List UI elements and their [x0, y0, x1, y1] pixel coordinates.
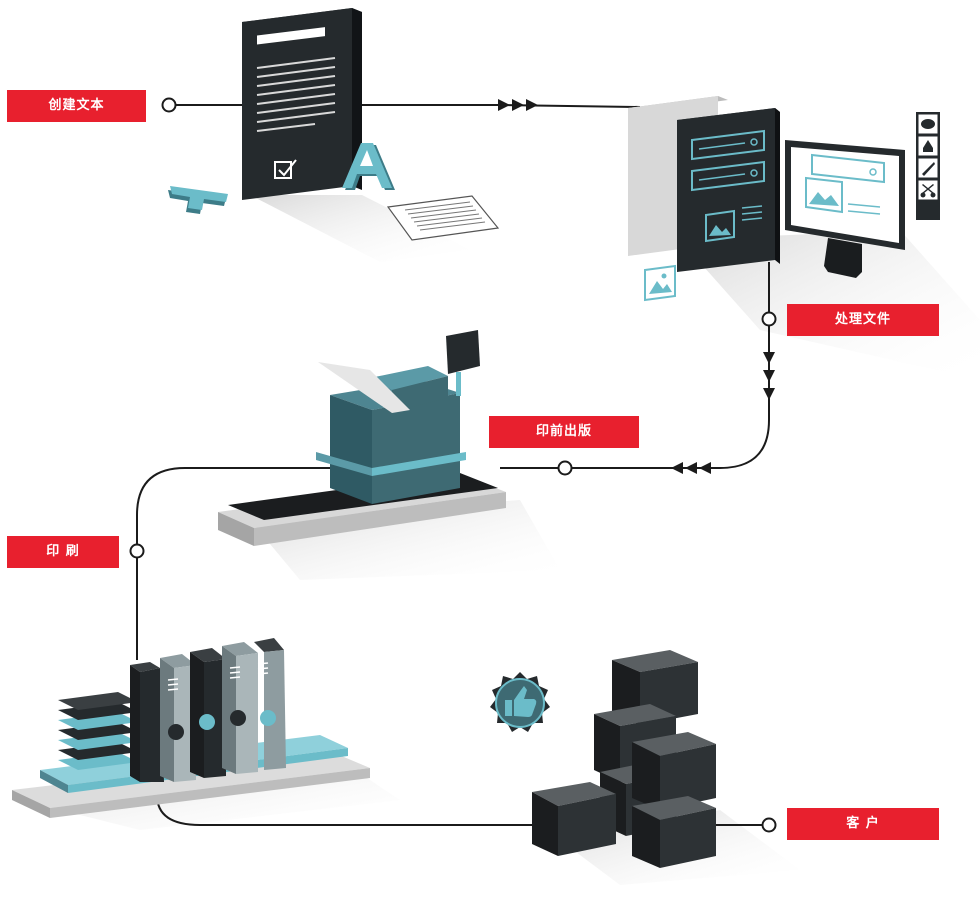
- scissors-icon: [917, 179, 939, 201]
- document-icon: [242, 8, 362, 200]
- tool-palette: [916, 112, 940, 220]
- letter-a-icon: [342, 143, 395, 190]
- node-process: [761, 311, 777, 327]
- letter-a-icon: [168, 186, 228, 214]
- arrow-left: [699, 462, 711, 474]
- node-customer: [761, 817, 777, 833]
- paper-stack: [58, 692, 138, 770]
- arrow-right: [512, 99, 524, 111]
- thumbs-up-badge-icon: [490, 672, 550, 732]
- box: [632, 796, 716, 868]
- tablet-device: [677, 108, 780, 272]
- flow-arrows: [498, 99, 775, 474]
- monitor-icon: [785, 140, 905, 278]
- checkbox-icon: [274, 159, 297, 179]
- arrow-left: [685, 462, 697, 474]
- printing-press-icon: [12, 638, 370, 818]
- connector-nodes: [129, 97, 777, 833]
- node-prepress: [557, 460, 573, 476]
- step-label-process: 处理文件: [787, 304, 939, 336]
- arrow-right: [498, 99, 510, 111]
- arrow-down: [763, 352, 775, 364]
- box: [532, 782, 616, 856]
- node-create: [161, 97, 177, 113]
- arrow-down: [763, 370, 775, 382]
- box: [632, 732, 716, 810]
- arrow-down: [763, 388, 775, 400]
- prepress-machine-icon: [218, 330, 506, 546]
- image-icon: [805, 176, 843, 214]
- image-icon: [644, 264, 676, 302]
- step-label-prepress: 印前出版: [489, 416, 639, 448]
- step-label-print: 印 刷: [7, 536, 119, 568]
- step-label-create: 创建文本: [7, 90, 146, 122]
- arrow-left: [671, 462, 683, 474]
- document-shadow: [250, 195, 470, 262]
- node-print: [129, 543, 145, 559]
- step-label-customer: 客 户: [787, 808, 939, 840]
- shipping-boxes-icon: [532, 650, 716, 868]
- paper-sheet: [386, 195, 500, 241]
- arrow-right: [526, 99, 538, 111]
- image-icon: [705, 209, 735, 243]
